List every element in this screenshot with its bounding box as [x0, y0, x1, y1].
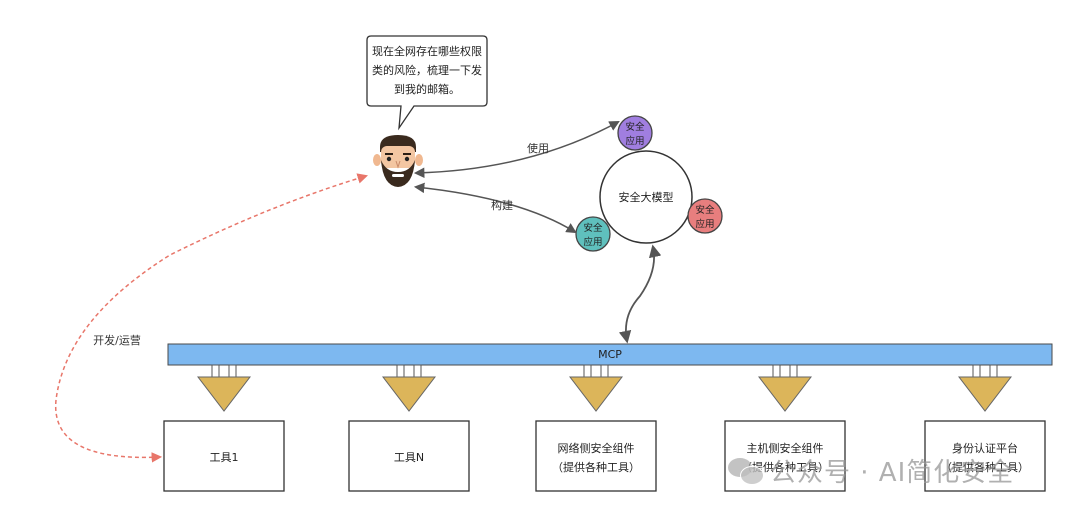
connector-pin [396, 364, 405, 378]
security-app-circle [575, 216, 611, 252]
funnel-shape [568, 376, 624, 412]
speech-line-3: 到我的邮箱。 [394, 82, 460, 96]
security-app-label-1: 安全 [583, 222, 603, 234]
wechat-icon [728, 457, 764, 485]
security-app-label-1: 安全 [625, 121, 645, 133]
model-node: 安全大模型 [599, 150, 693, 244]
speech-bubble: 现在全网存在哪些权限 类的风险，梳理一下发 到我的邮箱。 [366, 35, 488, 131]
security-app-label-2: 应用 [583, 236, 602, 248]
component-subtitle: （提供各种工具） [741, 460, 829, 474]
security-app-circle [687, 198, 723, 234]
use-arrow [413, 120, 620, 179]
component-subtitle: （提供各种工具） [552, 460, 640, 474]
user-avatar [373, 135, 423, 187]
component-box [924, 420, 1046, 492]
connector-pin [789, 364, 798, 378]
component-title: 网络侧安全组件 [558, 441, 635, 455]
use-label: 使用 [527, 142, 549, 155]
funnel-shape [381, 376, 437, 412]
devops-label: 开发/运营 [93, 333, 141, 347]
security-app-label-2: 应用 [695, 218, 714, 230]
connector-pin [211, 364, 220, 378]
connector-pin [413, 364, 422, 378]
component-node: 工具1 [163, 364, 285, 492]
model-label: 安全大模型 [619, 190, 674, 204]
connector-pin [772, 364, 781, 378]
build-arrow [413, 182, 577, 234]
security-app-label-2: 应用 [625, 135, 644, 147]
connector-pin [583, 364, 592, 378]
funnel-shape [196, 376, 252, 412]
watermark: 公众号 · AI简化安全 [728, 452, 1014, 489]
connector-pin [989, 364, 998, 378]
mcp-label: MCP [598, 348, 622, 361]
build-label: 构建 [491, 198, 513, 212]
component-node: 工具N [348, 364, 470, 492]
component-subtitle: （提供各种工具） [941, 460, 1029, 474]
security-app-label-1: 安全 [695, 204, 715, 216]
component-title: 身份认证平台 [952, 441, 1018, 455]
component-title: 工具1 [210, 451, 239, 464]
connector-pin [600, 364, 609, 378]
component-box [348, 420, 470, 492]
devops-arrow [55, 173, 369, 463]
model-bus-arrow [618, 244, 662, 344]
watermark-text: 公众号 · AI简化安全 [770, 458, 1015, 488]
speech-line-1: 现在全网存在哪些权限 [372, 44, 482, 58]
speech-line-2: 类的风险，梳理一下发 [372, 63, 482, 77]
funnel-shape [957, 376, 1013, 412]
connector-pin [972, 364, 981, 378]
component-box [163, 420, 285, 492]
component-box [535, 420, 657, 492]
component-node: 身份认证平台 （提供各种工具） [924, 364, 1046, 492]
component-node: 网络侧安全组件 （提供各种工具） [535, 364, 657, 492]
component-title: 工具N [394, 451, 424, 464]
component-title: 主机侧安全组件 [747, 441, 824, 455]
mcp-bus: MCP [167, 343, 1053, 366]
connector-pin [228, 364, 237, 378]
funnel-shape [757, 376, 813, 412]
